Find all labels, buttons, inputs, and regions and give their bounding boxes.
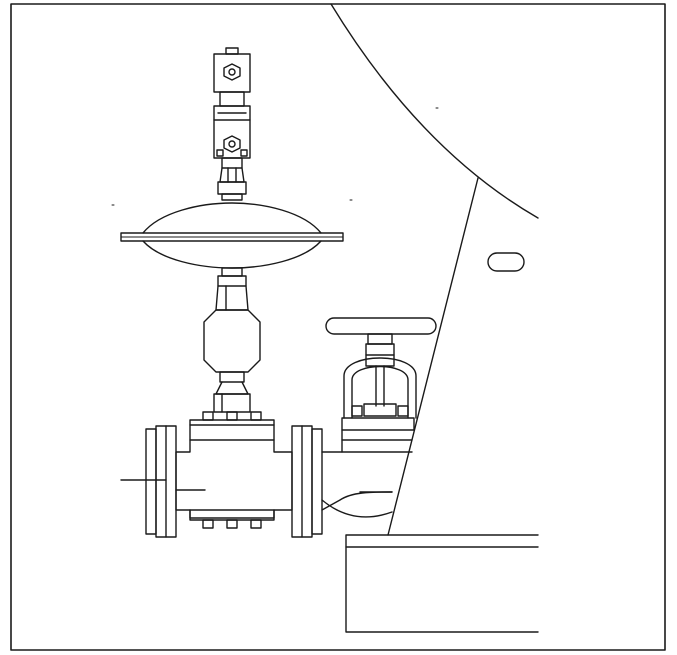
connecting-pipe (321, 451, 393, 518)
spring-housing (203, 309, 261, 373)
vessel-shell (330, 3, 539, 536)
isolation-valve-yoke-inner (351, 365, 409, 419)
centerline-marks (111, 107, 439, 206)
diaphragm-actuator (120, 202, 344, 269)
vessel-base (345, 534, 539, 633)
handwheel (325, 317, 437, 335)
positioner-nut-upper (223, 63, 241, 81)
handwheel-isolation-valve (325, 317, 437, 453)
vessel-shell-edge (387, 177, 479, 536)
diaphragm-lower-casing (142, 240, 322, 269)
isolation-valve-yoke-outer (343, 357, 417, 419)
valve-body-shell (175, 439, 293, 519)
positioner-link (217, 157, 247, 201)
vessel-nameplate-slot (487, 252, 525, 272)
bonnet-flange (189, 419, 275, 441)
vessel-shell-curve (330, 3, 539, 219)
valve-yoke (203, 267, 261, 413)
outlet-flange (291, 425, 323, 538)
inlet-flange (120, 425, 206, 538)
positioner-nut-lower (223, 135, 241, 153)
positioner (213, 47, 251, 159)
control-valve-body (175, 411, 293, 529)
figure-border (10, 3, 666, 651)
diaphragm-upper-casing (142, 202, 322, 234)
